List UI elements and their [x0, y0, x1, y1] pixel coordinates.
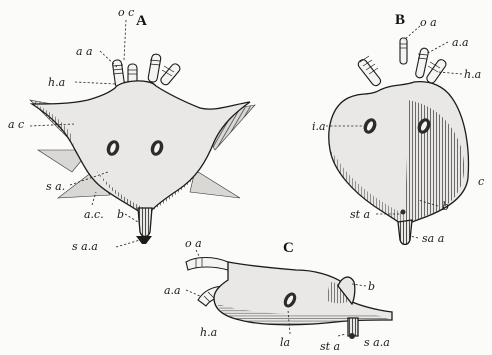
figure-b-label-saa: sa a — [422, 232, 444, 245]
figure-a-label-oc: o c — [118, 6, 134, 19]
figure-b-label-oa: o a — [420, 16, 437, 29]
figure-a-stalk-tip — [136, 236, 152, 244]
figure-a-label-ac-left: a c — [8, 118, 24, 131]
figure-b: B o a a.a h.a i.a c st a b sa a — [312, 12, 484, 245]
figure-b-stalk-node — [401, 210, 406, 215]
figure-a-leader-saa — [116, 240, 140, 247]
figure-b-letter: B — [395, 12, 405, 28]
figure-a-label-saa: s a.a — [72, 240, 98, 253]
figure-c-label-aa: a.a — [164, 284, 181, 297]
figure-b-label-b: b — [442, 200, 449, 213]
figure-b-leader-oa — [404, 26, 420, 40]
figure-c-leader-sta — [338, 334, 346, 336]
figure-b-label-sta: st a — [350, 208, 370, 221]
figure-b-label-ia: i.a — [312, 120, 326, 133]
figure-b-leader-aa — [426, 42, 448, 54]
figure-b-label-ha: h.a — [464, 68, 481, 81]
figure-b-leader-saa — [410, 236, 418, 238]
figure-c-upper-vessel — [186, 258, 228, 271]
figure-a-right-lower-wing — [190, 170, 240, 198]
figure-a-label-b: b — [117, 208, 124, 221]
figure-a: A o c a a h.a a c s a. a.c. b s a.a — [8, 6, 255, 253]
figure-c-leader-aa — [186, 290, 200, 296]
figure-c: C o a a.a h.a b la st a s a.a — [164, 237, 392, 353]
figure-c-label-saa: s a.a — [364, 336, 390, 349]
figure-a-label-sa: s a. — [46, 180, 65, 193]
figure-a-leader-b — [125, 214, 138, 222]
figure-a-leader-oc — [124, 20, 126, 60]
figure-a-label-aa: a a — [76, 45, 93, 58]
figure-b-label-aa: a.a — [452, 36, 469, 49]
figure-a-label-ha: h.a — [48, 76, 65, 89]
figure-c-leader-oa — [196, 250, 200, 258]
figure-a-stalk-hatch — [138, 208, 152, 237]
figure-c-label-b: b — [368, 280, 375, 293]
figure-b-label-c: c — [478, 175, 484, 188]
figure-a-label-ac-bottom: a.c. — [84, 208, 104, 221]
figure-c-letter: C — [283, 240, 294, 256]
figure-a-leader-aa — [100, 51, 118, 68]
figure-c-label-oa: o a — [185, 237, 202, 250]
figure-c-label-sta: st a — [320, 340, 340, 353]
figure-c-stalk-node — [349, 333, 355, 339]
figure-b-vessels — [357, 38, 448, 87]
figure-a-letter: A — [136, 13, 147, 29]
figure-c-label-la: la — [280, 336, 290, 349]
figure-a-leader-ha — [75, 82, 116, 84]
figure-c-label-ha: h.a — [200, 326, 217, 339]
